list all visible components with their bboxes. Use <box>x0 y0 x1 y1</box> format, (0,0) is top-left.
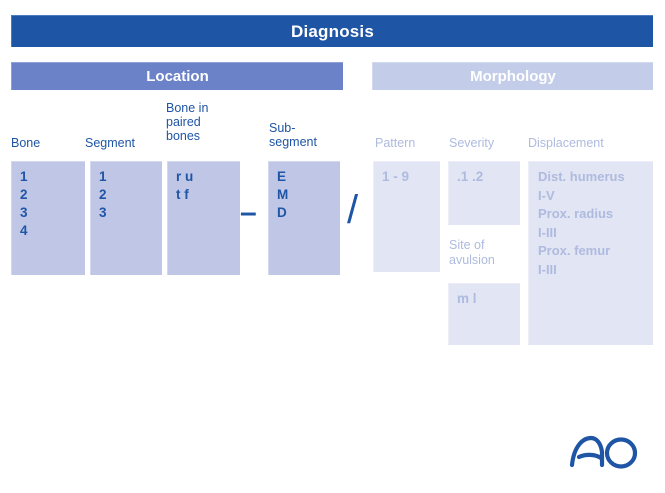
value-box-displacement: Dist. humerus I-V Prox. radius I-III Pro… <box>528 161 653 345</box>
value-box-sub-segment-values: E M D <box>277 169 289 220</box>
morphology-section-bar: Morphology <box>372 62 653 90</box>
value-box-severity-values: .1 .2 <box>457 169 484 184</box>
value-box-pattern: 1 - 9 <box>373 161 440 272</box>
value-box-displacement-values: Dist. humerus I-V Prox. radius I-III Pro… <box>538 169 625 277</box>
morphology-section-label: Morphology <box>470 68 556 85</box>
value-box-pattern-values: 1 - 9 <box>382 169 410 184</box>
column-header-displacement: Displacement <box>528 136 604 150</box>
value-box-sub-segment: E M D <box>268 161 340 275</box>
slash-separator: / <box>347 188 359 232</box>
value-box-bone: 1 2 3 4 <box>11 161 85 275</box>
value-box-site-of-avulsion: m l <box>448 283 520 345</box>
value-box-segment: 1 2 3 <box>90 161 162 275</box>
value-box-bone-in-paired-bones-values: r u t f <box>176 169 194 202</box>
column-header-segment: Segment <box>85 136 136 150</box>
dash-separator: – <box>240 196 257 229</box>
diagnosis-title: Diagnosis <box>290 21 375 41</box>
column-header-bone-in-paired-bones: Bone in paired bones <box>166 101 209 143</box>
column-header-sub-segment: Sub- segment <box>269 121 317 149</box>
column-header-bone: Bone <box>11 136 41 150</box>
value-box-bone-in-paired-bones: r u t f <box>167 161 240 275</box>
value-box-bone-values: 1 2 3 4 <box>20 169 28 238</box>
site-of-avulsion-label: Site of avulsion <box>449 238 495 267</box>
value-box-segment-values: 1 2 3 <box>99 169 107 220</box>
value-box-severity: .1 .2 <box>448 161 520 225</box>
value-box-site-of-avulsion-values: m l <box>457 291 477 306</box>
location-section-bar: Location <box>11 62 343 90</box>
location-section-label: Location <box>146 68 209 85</box>
column-header-severity: Severity <box>449 136 495 150</box>
ao-logo <box>568 432 640 472</box>
column-header-pattern: Pattern <box>375 136 416 150</box>
diagnosis-banner: Diagnosis <box>11 15 653 47</box>
